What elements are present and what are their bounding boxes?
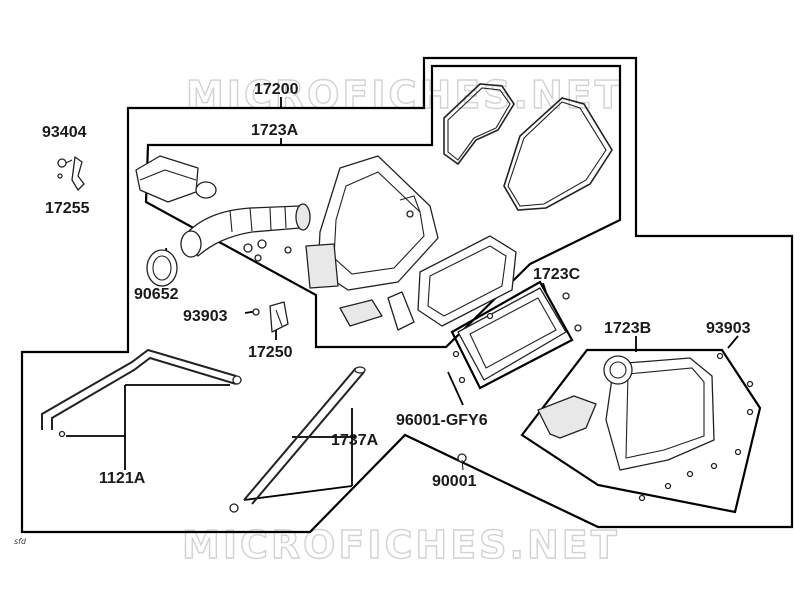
label-1723c: 1723C	[533, 266, 581, 283]
element-subassembly-outline	[450, 280, 574, 390]
label-90001: 90001	[432, 473, 477, 490]
label-1121a: 1121A	[99, 470, 146, 487]
bolt-93404	[57, 158, 73, 168]
case-subassembly-outline	[144, 64, 622, 349]
filter-element-1723c	[452, 287, 582, 384]
label-93903-left: 93903	[183, 308, 228, 325]
bolt-90001	[457, 453, 467, 471]
case-gasket	[417, 235, 517, 327]
label-17200: 17200	[254, 81, 299, 98]
duct-screws	[243, 239, 292, 316]
label-1723a: 1723A	[251, 122, 299, 139]
label-17250: 17250	[248, 344, 293, 361]
watermark-bottom: MICROFICHES.NET	[182, 523, 620, 567]
watermark-top: MICROFICHES.NET	[186, 73, 624, 117]
label-17255: 17255	[45, 200, 90, 217]
label-90652: 90652	[134, 286, 179, 303]
page-mark: sfd	[14, 537, 27, 546]
air-cleaner-case	[305, 155, 439, 291]
drain-tube-1737a	[229, 366, 366, 513]
cover-subassembly-outline	[520, 348, 762, 514]
sponge-blocks	[339, 291, 415, 331]
label-1737a: 1737A	[331, 432, 379, 449]
clamp-17255	[57, 156, 85, 191]
cover-1723b	[537, 355, 715, 471]
intake-duct	[135, 155, 311, 258]
label-1723b: 1723B	[604, 320, 651, 337]
outer-assembly-outline	[20, 56, 794, 534]
label-96001: 96001-GFY6	[396, 412, 488, 429]
breather-tube-1121a	[41, 348, 242, 438]
label-93903-right: 93903	[706, 320, 751, 337]
cover-screws-93903	[638, 352, 754, 502]
label-93404: 93404	[42, 124, 87, 141]
clamp-ring-90652	[146, 249, 178, 287]
gasket-right	[503, 97, 613, 211]
gasket-left	[443, 83, 515, 166]
bracket-17250	[269, 301, 289, 333]
